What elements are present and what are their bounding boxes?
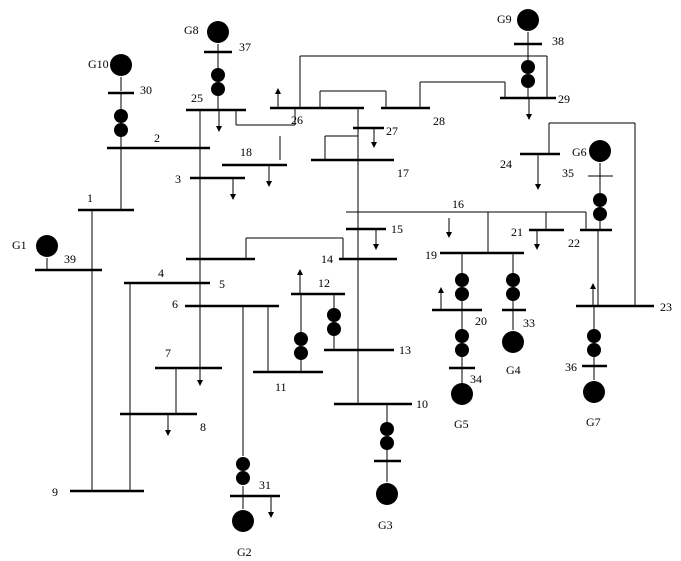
bus-label: 20 — [475, 314, 487, 328]
generator-icon — [589, 140, 611, 162]
transformer-icon — [455, 329, 469, 357]
bus-label: 8 — [200, 420, 206, 434]
transformer-icon — [587, 329, 601, 357]
bus-label: 7 — [165, 346, 171, 360]
bus-bars — [35, 42, 654, 498]
transformer-icon — [521, 60, 535, 88]
generator-label: G5 — [454, 417, 469, 431]
transformer-icon — [114, 109, 128, 137]
bus-label: 27 — [386, 124, 398, 138]
transformer-icon — [236, 457, 250, 485]
generator-icon — [517, 9, 539, 31]
generator-label: G10 — [88, 57, 109, 71]
load-arrow-icon — [197, 380, 203, 386]
bus-label: 13 — [399, 343, 411, 357]
load-arrow-icon — [438, 287, 444, 293]
bus-label: 30 — [140, 83, 152, 97]
generator-icon — [583, 381, 605, 403]
generator-label: G4 — [506, 363, 521, 377]
generator-labels: G1 G2 G3 G4 G5 G6 G7 G8 G9 G10 — [12, 12, 601, 559]
transformer-icon — [327, 308, 341, 336]
bus-label: 39 — [64, 252, 76, 266]
bus-label: 35 — [562, 166, 574, 180]
bus-label: 25 — [191, 91, 203, 105]
load-arrow-icon — [590, 283, 596, 289]
generator-label: G9 — [497, 12, 512, 26]
transformer-icon — [294, 332, 308, 360]
generator-icon — [207, 21, 229, 43]
bus-label: 1 — [87, 191, 93, 205]
bus-label: 37 — [239, 40, 251, 54]
load-arrow-icon — [275, 88, 281, 94]
transformer-icon — [211, 68, 225, 96]
generator-label: G7 — [586, 415, 601, 429]
transmission-lines — [46, 32, 636, 509]
generator-icon — [451, 383, 473, 405]
load-arrow-icon — [446, 232, 452, 238]
bus-label: 31 — [259, 478, 271, 492]
bus-label: 10 — [416, 397, 428, 411]
load-arrow-icon — [535, 184, 541, 190]
transformer-icon — [455, 273, 469, 301]
bus-label: 2 — [154, 131, 160, 145]
generators — [36, 9, 611, 532]
bus-label: 34 — [470, 372, 482, 386]
bus-label: 15 — [391, 222, 403, 236]
bus-label: 14 — [321, 252, 333, 266]
transformer-icon — [506, 273, 520, 301]
bus-label: 5 — [219, 277, 225, 291]
bus-label: 3 — [175, 172, 181, 186]
generator-label: G1 — [12, 238, 27, 252]
load-arrow-icon — [297, 269, 303, 275]
generator-icon — [36, 235, 58, 257]
load-arrow-icon — [230, 194, 236, 200]
load-arrow-icon — [373, 244, 379, 250]
transformers — [114, 60, 607, 485]
transformer-icon — [593, 193, 607, 221]
bus-label: 12 — [318, 276, 330, 290]
load-arrow-icon — [216, 126, 222, 132]
generator-icon — [232, 510, 254, 532]
bus-label: 16 — [452, 197, 464, 211]
load-arrow-icon — [266, 181, 272, 187]
load-arrow-icon — [371, 142, 377, 148]
load-arrow-icon — [165, 430, 171, 436]
load-arrow-icon — [268, 512, 274, 518]
bus-label: 26 — [291, 113, 303, 127]
bus-label: 19 — [425, 248, 437, 262]
generator-label: G3 — [378, 518, 393, 532]
bus-label: 28 — [433, 114, 445, 128]
load-arrow-icon — [526, 114, 532, 120]
bus-label: 21 — [511, 225, 523, 239]
load-arrows — [165, 88, 596, 518]
bus-label: 24 — [500, 157, 512, 171]
bus-label: 17 — [397, 166, 409, 180]
bus-labels: 2 1 3 4 5 6 7 8 9 10 11 12 13 14 15 16 1… — [52, 34, 672, 499]
bus-label: 23 — [660, 300, 672, 314]
bus-label: 6 — [172, 297, 178, 311]
generator-icon — [110, 54, 132, 76]
bus-label: 22 — [568, 236, 580, 250]
generator-label: G2 — [237, 545, 252, 559]
bus-label: 4 — [158, 266, 164, 280]
bus-label: 36 — [565, 360, 577, 374]
generator-label: G6 — [572, 145, 587, 159]
bus-label: 33 — [523, 316, 535, 330]
bus-label: 18 — [240, 145, 252, 159]
bus-label: 11 — [275, 380, 287, 394]
bus-label: 38 — [552, 34, 564, 48]
generator-icon — [376, 483, 398, 505]
bus-label: 9 — [52, 485, 58, 499]
bus-label: 29 — [558, 92, 570, 106]
generator-label: G8 — [184, 23, 199, 37]
transformer-icon — [380, 422, 394, 450]
generator-icon — [502, 331, 524, 353]
load-arrow-icon — [534, 244, 540, 250]
